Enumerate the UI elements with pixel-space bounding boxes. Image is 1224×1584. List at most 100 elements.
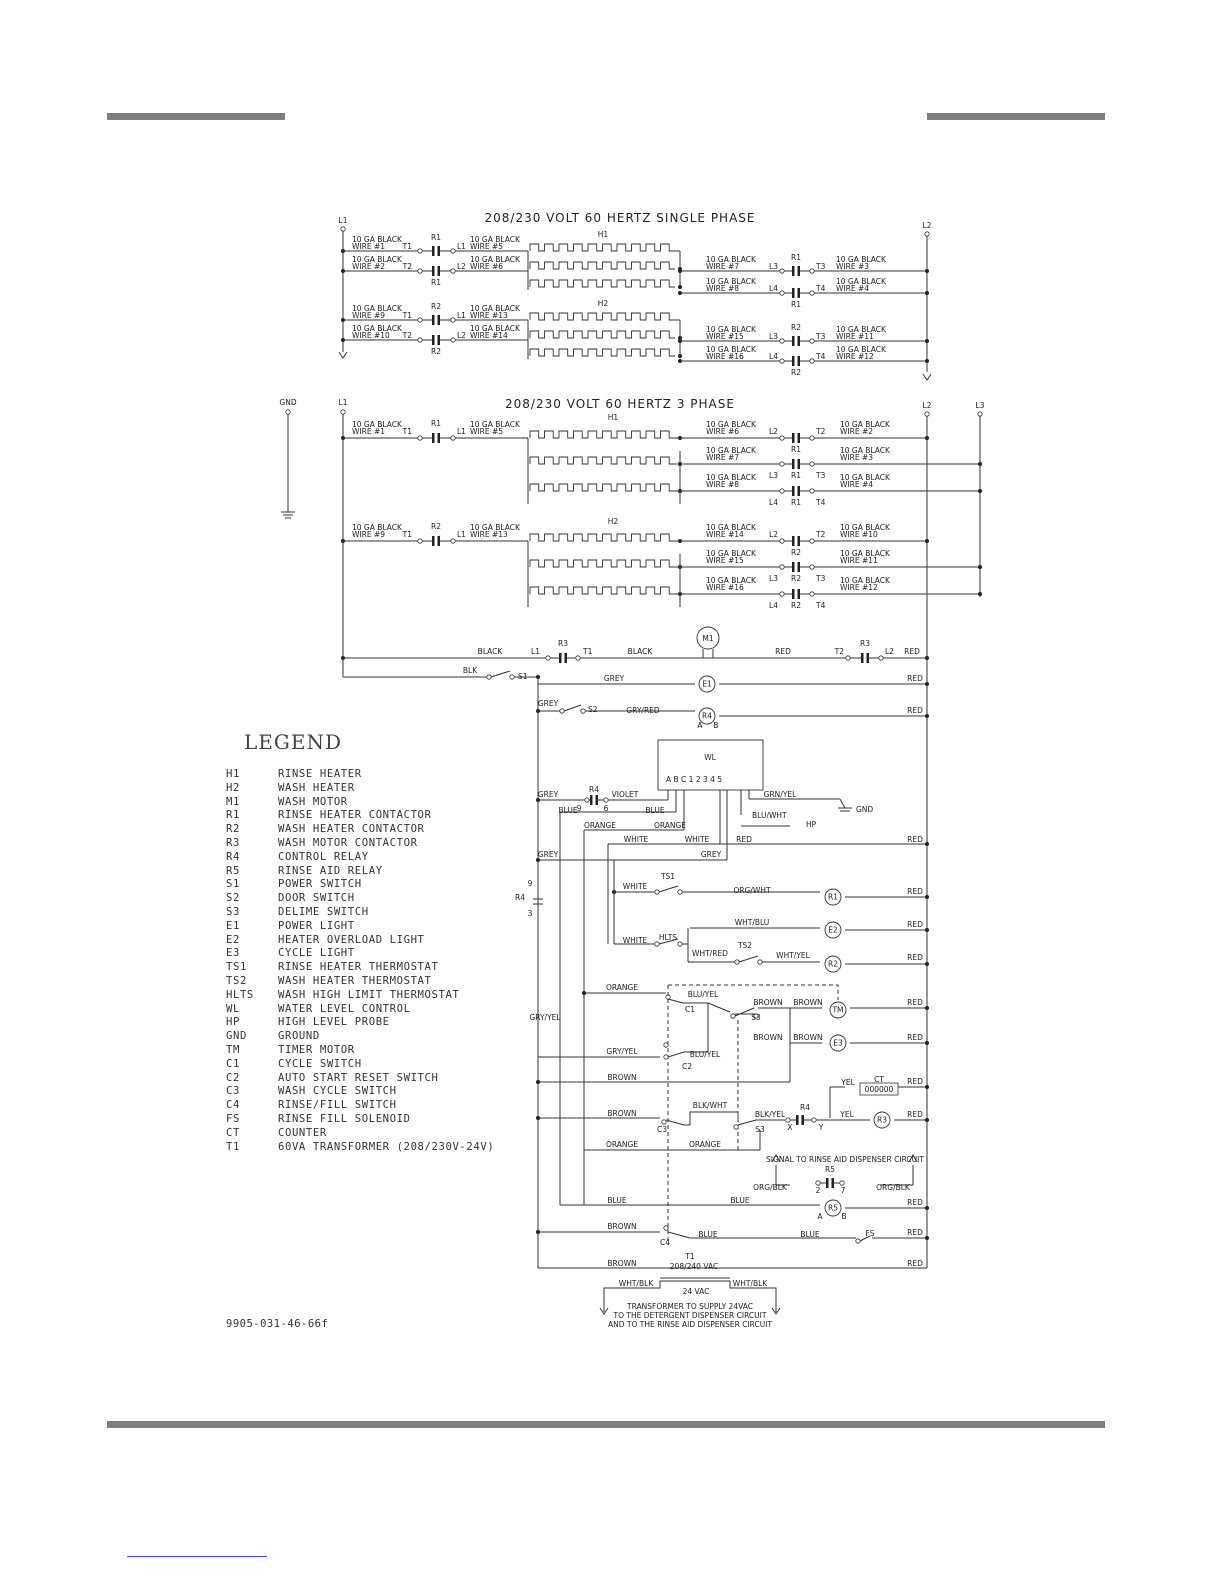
diagram-label: BLK/YEL (755, 1110, 786, 1119)
wire (771, 1307, 781, 1315)
terminal (734, 959, 740, 965)
wire (839, 798, 846, 809)
diagram-label: R1 (431, 419, 441, 428)
diagram-label: L3 (769, 471, 778, 480)
diagram-label: WIRE #11 (840, 556, 878, 565)
wash-contactor-r2-coil-label: R2 (828, 960, 838, 969)
legend-code: R3 (226, 836, 240, 849)
diagram-label: RED (775, 647, 791, 656)
diagram-label: BROWN (607, 1109, 636, 1118)
terminal (450, 317, 456, 323)
terminal (809, 488, 815, 494)
diagram-label: RED (907, 1033, 923, 1042)
contact-plate (797, 433, 800, 443)
legend-code: CT (226, 1126, 240, 1139)
diagram-label: WIRE #13 (470, 530, 508, 539)
diagram-label: WIRE #6 (470, 262, 503, 271)
diagram-label: WIRE #7 (706, 262, 739, 271)
wire (490, 670, 511, 678)
contact-plate (432, 266, 435, 276)
wire (667, 1051, 685, 1058)
diagram-label: ORG/BLK (876, 1183, 911, 1192)
junction-dot (925, 359, 929, 363)
contact-plate (792, 486, 795, 496)
legend-description: RINSE HEATER THERMOSTAT (278, 961, 439, 974)
terminal (924, 411, 930, 417)
wire (599, 1307, 609, 1315)
diagram-label: A (817, 1212, 823, 1221)
diagram-label: TO THE DETERGENT DISPENSER CIRCUIT (613, 1311, 767, 1320)
legend-description: DELIME SWITCH (278, 905, 369, 918)
contact-plate (432, 335, 435, 345)
junction-dot (978, 592, 982, 596)
diagram-label: WHITE (623, 936, 648, 945)
diagram-label: WIRE #3 (840, 453, 873, 462)
rinse-aid-relay-r5-coil (824, 1199, 842, 1217)
terminal (845, 655, 851, 661)
diagram-label: R2 (791, 368, 801, 377)
contact-plate (797, 589, 800, 599)
diagram-label: 10 GA BLACK (706, 325, 757, 334)
diagram-label: WIRE #10 (840, 530, 878, 539)
legend-code: E3 (226, 947, 240, 960)
legend-code: TM (226, 1043, 240, 1056)
wire (859, 1235, 871, 1242)
legend-code: HP (226, 1016, 240, 1029)
footer-link-underline[interactable] (127, 1556, 267, 1557)
terminal (811, 1117, 817, 1123)
diagram-label: BROWN (753, 1033, 782, 1042)
contact-plate (826, 1178, 829, 1188)
diagram-label: L3 (769, 574, 778, 583)
diagram-label: GRY/YEL (606, 1047, 638, 1056)
timer-motor-tm (829, 1001, 847, 1019)
legend-description: RINSE/FILL SWITCH (278, 1099, 397, 1112)
diagram-label: 10 GA BLACK (836, 277, 887, 286)
diagram-label: 10 GA BLACK (352, 304, 403, 313)
diagram-label: R2 (431, 522, 441, 531)
diagram-label: GREY (538, 699, 559, 708)
contact-plate (792, 356, 795, 366)
diagram-label: 10 GA BLACK (706, 446, 757, 455)
diagram-label: WIRE #6 (706, 427, 739, 436)
diagram-label: R1 (431, 233, 441, 242)
terminal (730, 1013, 736, 1019)
diagram-label: WHT/BLK (733, 1279, 768, 1288)
terminal (486, 674, 492, 680)
diagram-label: BLUE (800, 1230, 819, 1239)
diagram-label: RED (907, 1228, 923, 1237)
diagram-label: 10 GA BLACK (352, 324, 403, 333)
heater-element (529, 330, 675, 339)
rinse-contactor-r1-coil-label: R1 (828, 893, 838, 902)
terminal (809, 461, 815, 467)
contact-plate (797, 562, 800, 572)
contact-plate (866, 653, 869, 663)
diagram-label: BLUE (558, 806, 577, 815)
diagram-label: BROWN (607, 1222, 636, 1231)
diagram-label: BLUE (698, 1230, 717, 1239)
wire (771, 1153, 781, 1163)
wire (734, 1007, 755, 1017)
diagram-label: R1 (791, 300, 801, 309)
contact-plate (437, 536, 440, 546)
wire (729, 1281, 777, 1312)
heater-element (529, 261, 675, 270)
diagram-label: 10 GA BLACK (840, 446, 891, 455)
terminal (779, 461, 785, 467)
terminal (450, 435, 456, 441)
contact-plate (797, 356, 800, 366)
junction-dot (925, 962, 929, 966)
diagram-label: 10 GA BLACK (470, 304, 521, 313)
diagram-label: H1 (598, 230, 609, 239)
terminal (779, 358, 785, 364)
contact-plate (792, 589, 795, 599)
diagram-label: L3 (769, 332, 778, 341)
diagram-label: C4 (660, 1238, 670, 1247)
contact-plate (437, 266, 440, 276)
